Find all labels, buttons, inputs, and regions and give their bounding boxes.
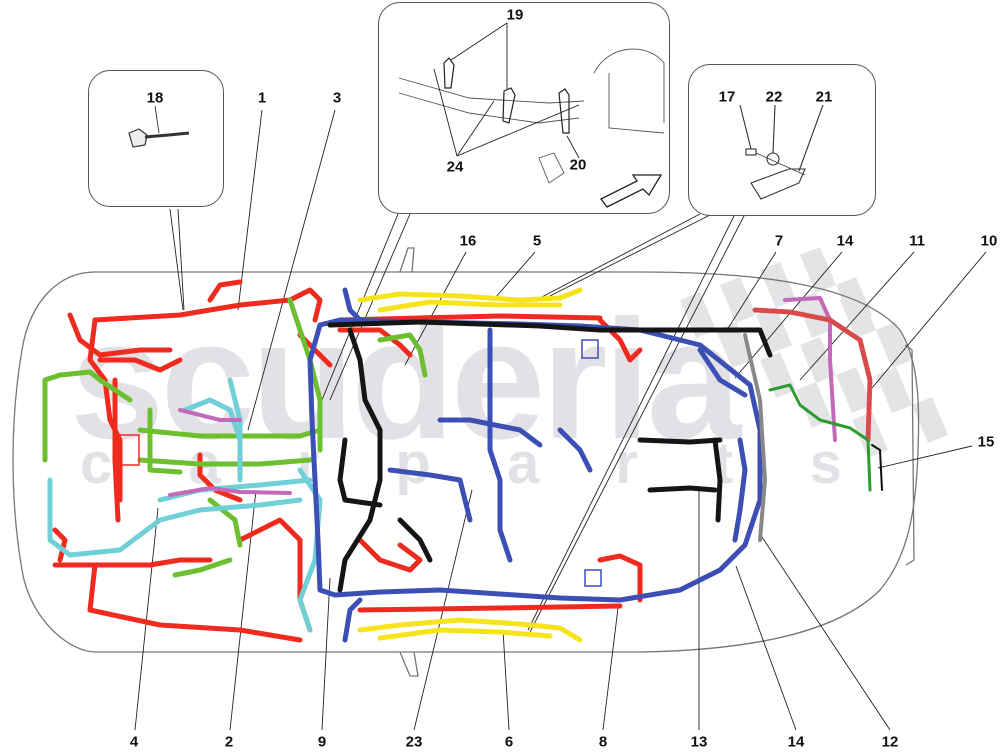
callout-2: 2 bbox=[224, 733, 234, 751]
callout-10: 10 bbox=[980, 232, 998, 250]
callout-16: 16 bbox=[459, 232, 477, 250]
direction-arrow-icon bbox=[600, 174, 663, 208]
checkered-flag-watermark bbox=[680, 247, 948, 458]
callout-14-bottom: 14 bbox=[787, 733, 805, 751]
callout-17: 17 bbox=[718, 88, 736, 106]
callout-24: 24 bbox=[446, 158, 464, 176]
callout-3: 3 bbox=[332, 89, 342, 107]
connectors bbox=[114, 339, 602, 587]
callout-11: 11 bbox=[909, 232, 925, 250]
callout-19: 19 bbox=[506, 6, 524, 24]
callout-1: 1 bbox=[257, 89, 267, 107]
harness-green bbox=[42, 297, 428, 578]
callout-8: 8 bbox=[598, 733, 608, 751]
callout-14-top: 14 bbox=[836, 232, 854, 250]
car-body-outline bbox=[12, 247, 920, 677]
callout-23: 23 bbox=[405, 733, 423, 751]
bolt-icon bbox=[745, 148, 757, 156]
harness-yellow bbox=[357, 287, 583, 643]
callout-13: 13 bbox=[690, 733, 708, 751]
callout-7: 7 bbox=[774, 232, 784, 250]
callout-18: 18 bbox=[146, 89, 164, 107]
inset-detail-18 bbox=[88, 70, 224, 207]
harness-black bbox=[327, 319, 773, 593]
callout-6: 6 bbox=[504, 733, 514, 751]
bracket-icon bbox=[750, 168, 806, 200]
callout-12: 12 bbox=[881, 733, 899, 751]
bracket-mount-illustration bbox=[398, 22, 665, 208]
inset-detail-19-20-24 bbox=[378, 2, 670, 214]
callout-15: 15 bbox=[977, 433, 995, 451]
callout-22: 22 bbox=[765, 88, 783, 106]
cable-clip-icon bbox=[128, 105, 190, 148]
callout-21: 21 bbox=[815, 88, 833, 106]
inset-detail-17-22-21 bbox=[688, 64, 876, 216]
bracket-bolt-illustration bbox=[739, 104, 824, 200]
callout-5: 5 bbox=[532, 232, 542, 250]
callout-20: 20 bbox=[569, 156, 587, 174]
leader-lines bbox=[134, 109, 987, 731]
callout-4: 4 bbox=[129, 733, 139, 751]
callout-9: 9 bbox=[317, 733, 327, 751]
harness-rear bbox=[743, 307, 883, 542]
